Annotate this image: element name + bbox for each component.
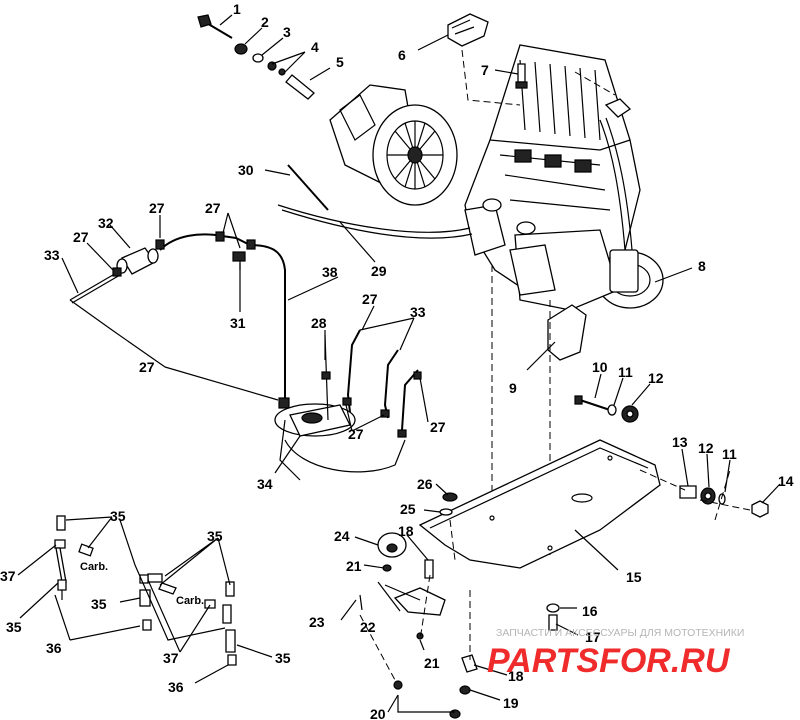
watermark-logo: PARTSFOR.RU: [487, 642, 731, 680]
callout-8: 8: [698, 258, 706, 274]
oil-reservoir: [547, 304, 587, 361]
callout-27a: 27: [149, 200, 165, 216]
watermark-tagline: ЗАПЧАСТИ И АКСЕССУАРЫ ДЛЯ МОТОТЕХНИКИ: [496, 627, 744, 639]
spark-plug: [515, 63, 528, 89]
callout-12b: 12: [698, 440, 714, 456]
callout-27d: 27: [139, 359, 155, 375]
engine-block: [464, 44, 664, 311]
callout-35b: 35: [207, 528, 223, 544]
callout-9: 9: [509, 380, 517, 396]
tie-strap: [287, 164, 329, 211]
callout-37a: 37: [0, 568, 16, 584]
callout-18: 18: [398, 523, 414, 539]
callout-21b: 21: [424, 655, 440, 671]
callout-11b: 11: [722, 446, 737, 462]
oil-cap: [447, 13, 489, 47]
callout-18b: 18: [508, 668, 524, 684]
fuel-pump: [274, 403, 406, 473]
callout-35c: 35: [6, 619, 22, 635]
callout-19: 19: [503, 695, 519, 711]
callout-10: 10: [592, 359, 608, 375]
callout-35a: 35: [110, 508, 126, 524]
callout-14: 14: [778, 473, 794, 489]
clutch-hardware: [197, 14, 315, 100]
callout-27b: 27: [205, 200, 221, 216]
callout-37b: 37: [163, 650, 179, 666]
callout-1: 1: [233, 1, 241, 17]
carb-fitting-right: [139, 573, 237, 666]
callout-12: 12: [648, 370, 664, 386]
leader-lines: [17, 14, 781, 713]
nut-14: [751, 500, 769, 518]
callout-26: 26: [417, 476, 433, 492]
callout-5: 5: [336, 54, 344, 70]
callout-16: 16: [582, 603, 598, 619]
nut-20: [393, 680, 403, 690]
callout-38: 38: [322, 264, 338, 280]
bolt-18-lower: [461, 654, 478, 673]
callout-11: 11: [618, 364, 633, 380]
callout-27f: 27: [430, 419, 446, 435]
callout-35d: 35: [91, 596, 107, 612]
washer-26: [442, 492, 458, 502]
spacer-13: [679, 485, 697, 499]
fuel-filter: [116, 247, 159, 275]
callout-6: 6: [398, 47, 406, 63]
callout-15: 15: [626, 569, 642, 585]
bolt-18-upper: [424, 559, 434, 579]
callout-27g: 27: [348, 426, 364, 442]
bolt-10: [579, 399, 611, 411]
callout-2: 2: [261, 14, 269, 30]
callout-22: 22: [360, 619, 376, 635]
callout-23: 23: [309, 614, 325, 630]
bolt-17: [548, 614, 558, 631]
callout-32: 32: [98, 215, 114, 231]
drive-pulley: [329, 84, 458, 206]
watermark: ЗАПЧАСТИ И АКСЕССУАРЫ ДЛЯ МОТОТЕХНИКИ PA…: [487, 627, 744, 680]
callout-28: 28: [311, 315, 327, 331]
carb-label-left: Carb.: [80, 561, 108, 573]
fuel-line-33-upper: [69, 271, 119, 301]
fuel-line-main: [159, 233, 286, 400]
callout-7: 7: [481, 62, 489, 78]
fuel-line-33-b: [383, 349, 399, 419]
callout-35e: 35: [275, 650, 291, 666]
washer-25: [439, 508, 453, 516]
callout-21: 21: [346, 558, 362, 574]
callout-3: 3: [283, 24, 291, 40]
callout-36a: 36: [46, 640, 62, 656]
callout-31: 31: [230, 315, 246, 331]
callout-30: 30: [238, 162, 254, 178]
callout-27c: 27: [73, 229, 89, 245]
washer-16: [546, 603, 560, 613]
callout-4: 4: [311, 39, 319, 55]
callout-29: 29: [371, 263, 387, 279]
callout-33b: 33: [410, 304, 426, 320]
callout-24: 24: [334, 528, 350, 544]
callout-36b: 36: [168, 679, 184, 695]
carb-fitting-left: [54, 515, 152, 631]
callout-33a: 33: [44, 247, 60, 263]
callout-34: 34: [257, 476, 273, 492]
cable-29: [277, 204, 473, 239]
callout-13: 13: [672, 434, 688, 450]
carb-label-right: Carb.: [176, 595, 204, 607]
callout-20: 20: [370, 706, 386, 720]
callout-17: 17: [585, 629, 601, 645]
callout-25: 25: [400, 501, 416, 517]
callout-27e: 27: [362, 291, 378, 307]
skid-plate: [418, 439, 661, 569]
